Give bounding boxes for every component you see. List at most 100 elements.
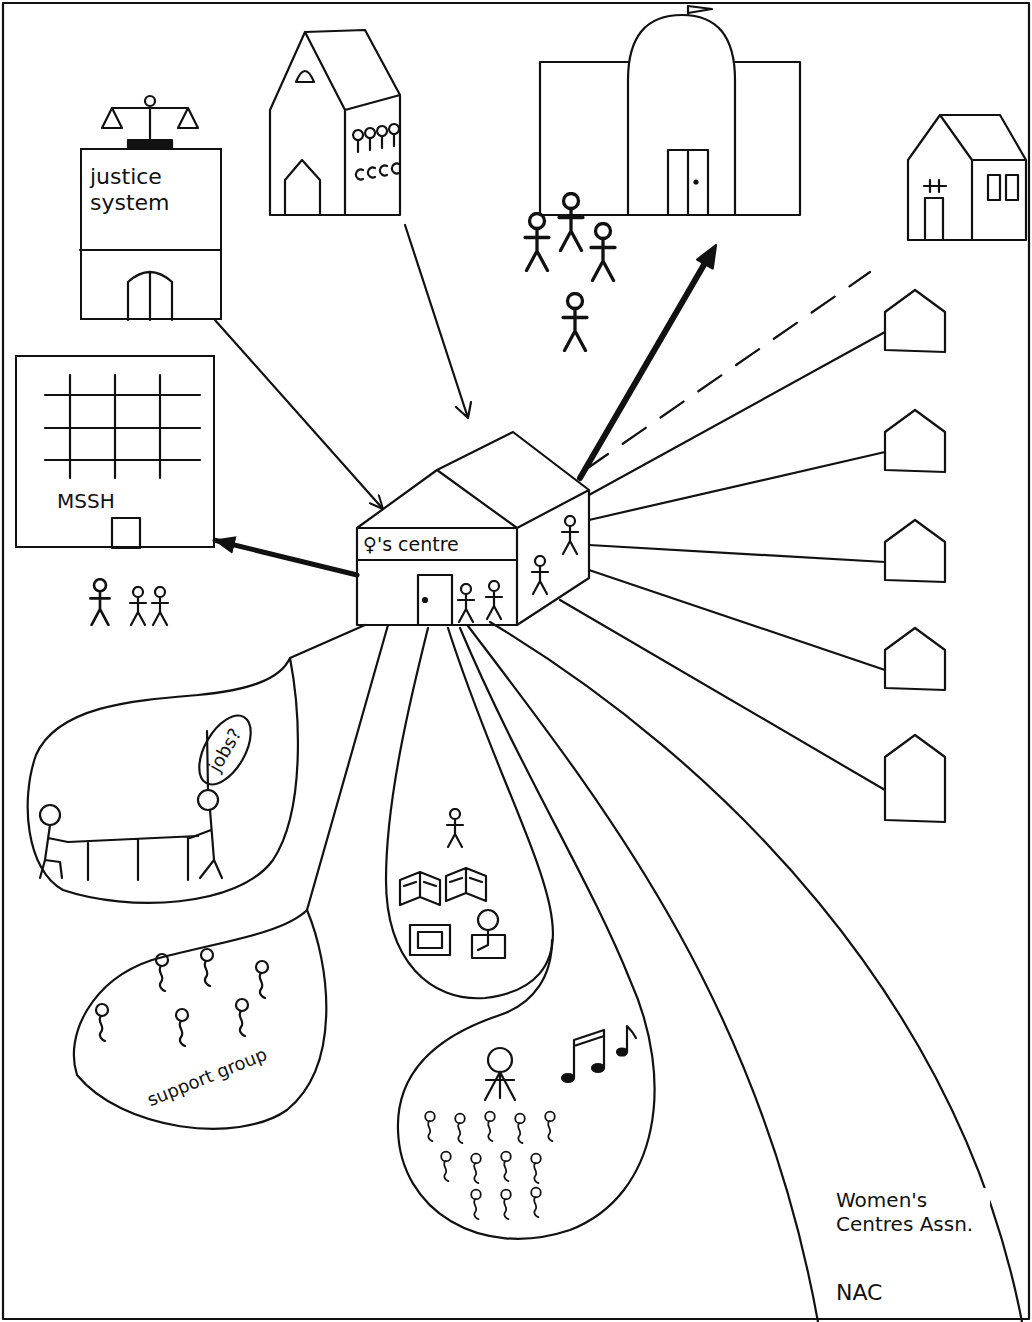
thick-arrow [580,263,705,478]
road-line [490,622,1022,1322]
node-text: justice system [90,164,214,217]
centre-door [418,575,452,625]
node-text: ♀'s centre [363,533,513,556]
node-text: jobs? [204,725,246,776]
music-note [617,1049,627,1056]
open-book [446,868,486,901]
blob-tail-line [290,625,365,658]
community-houses [560,290,945,822]
house-outline [885,628,945,690]
table [68,836,198,880]
node-outline-path [28,658,298,903]
arrow-head [697,245,716,269]
person-figure [236,999,248,1036]
node-outline-path [74,910,326,1129]
music-blob [398,628,655,1239]
building-grid [45,375,200,478]
person-figure [559,194,583,251]
blob-outline [386,628,553,998]
blob-tail-line [307,625,388,910]
parliament-flag [688,6,712,15]
house-outline [908,115,1026,240]
road-label: Women's Centres Assn. [834,1188,990,1236]
library-blob [386,628,553,998]
node-outline [62,905,330,1145]
node-outline [18,650,300,910]
person-figure [458,584,474,622]
person-figure [532,556,548,594]
parliament-wings [540,62,800,215]
singer [531,1154,541,1184]
thick-arrow-connector [215,540,357,575]
person-figure [525,214,549,271]
mssh-details [45,375,200,625]
school-arrow [405,225,471,418]
open-book [400,872,440,905]
sketch-lines [3,3,1029,1322]
person-head [478,910,498,930]
school-building [270,30,471,418]
building-band [80,249,220,251]
person-figure [447,809,463,847]
singer [425,1112,435,1142]
music-note [562,1074,574,1082]
children-doodle [356,164,399,180]
dashed-line [585,272,870,470]
music-note [574,1030,604,1078]
singer [471,1154,481,1184]
music-note [627,1026,636,1052]
school-outline [270,30,400,215]
school-bell [296,71,314,82]
singer [455,1114,465,1144]
jobs-blob: jobs? [18,650,300,910]
parliament-building [525,6,800,478]
person-figure [201,949,213,986]
womens-road [468,622,1022,1322]
justice-building: justice system [80,148,222,320]
building-door [112,518,140,548]
person-figure [90,579,109,625]
house-outline [885,290,945,352]
singer [501,1152,511,1182]
singer [515,1114,525,1144]
person-figure [256,961,268,998]
singer [531,1188,541,1218]
singer [471,1190,481,1220]
node-text: support group [144,1043,270,1111]
person-head [40,805,60,825]
womens-centre-house: ♀'s centre [353,428,593,628]
school-door [285,160,320,215]
justice-details [80,96,220,320]
person-body [40,825,68,878]
centre-details [418,516,578,625]
door-knob [423,598,427,602]
building-door [128,272,172,320]
person-figure [176,1009,188,1046]
page-border [3,3,1029,1319]
house-outline [885,735,945,822]
house-door [924,180,946,240]
node-outline-path [357,432,589,625]
person-figure [486,581,502,619]
scales-base [128,140,172,148]
singer [545,1112,555,1142]
blob-outline [398,628,655,1239]
singer [441,1152,451,1182]
support-scene [96,949,268,1046]
parliament-door [668,150,708,215]
jobs-scene [40,707,261,880]
house-window [988,175,1000,200]
person-figure [591,224,615,281]
person-figure [562,516,578,554]
person-figure [152,587,168,625]
music-note [592,1064,604,1072]
speech-bubble [189,707,262,793]
person-figure [563,294,587,351]
house-window [1006,175,1018,200]
door-knob [695,181,698,184]
mssh-building: MSSH [15,355,215,548]
children-doodle [353,124,399,152]
support-group-blob: support group [62,905,330,1145]
scales-top [145,96,155,106]
